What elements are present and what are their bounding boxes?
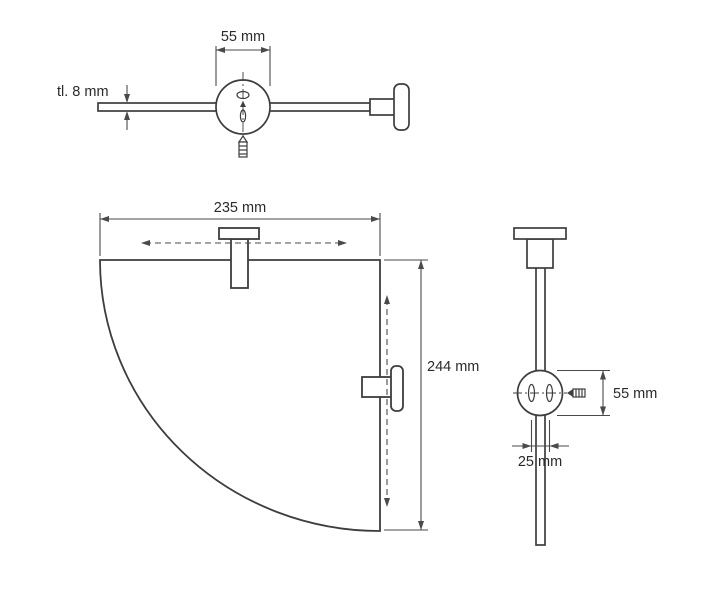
shelf-outline bbox=[99, 259, 381, 532]
top-bracket-stem bbox=[230, 238, 249, 289]
label-side-25mm: 25 mm bbox=[518, 454, 562, 470]
hub-hole-right bbox=[545, 383, 554, 403]
top-view bbox=[97, 72, 410, 158]
bracket-arm bbox=[369, 98, 397, 116]
label-thickness: tl. 8 mm bbox=[57, 84, 109, 100]
label-plan-width: 235 mm bbox=[214, 200, 266, 216]
side-view-dimensions bbox=[512, 369, 610, 452]
screw-below-hub bbox=[237, 134, 249, 158]
label-plan-depth: 244 mm bbox=[427, 359, 479, 375]
side-top-bracket-stem bbox=[526, 238, 554, 269]
plan-view bbox=[99, 227, 404, 532]
hub-pointer bbox=[240, 101, 246, 107]
side-screw bbox=[567, 388, 586, 398]
side-top-bracket-cap bbox=[513, 227, 567, 240]
label-top-55mm: 55 mm bbox=[221, 29, 265, 45]
label-side-55mm: 55 mm bbox=[613, 386, 657, 402]
hub-slot bbox=[236, 90, 250, 100]
side-view bbox=[513, 227, 586, 546]
plan-view-dimensions bbox=[99, 213, 428, 531]
top-bracket-cap bbox=[218, 227, 260, 240]
hub-screw bbox=[239, 109, 247, 123]
right-bracket-cap bbox=[390, 365, 404, 412]
hub-hole-left bbox=[527, 383, 536, 403]
top-view-dimensions bbox=[124, 46, 271, 130]
wall-plate bbox=[393, 83, 410, 131]
